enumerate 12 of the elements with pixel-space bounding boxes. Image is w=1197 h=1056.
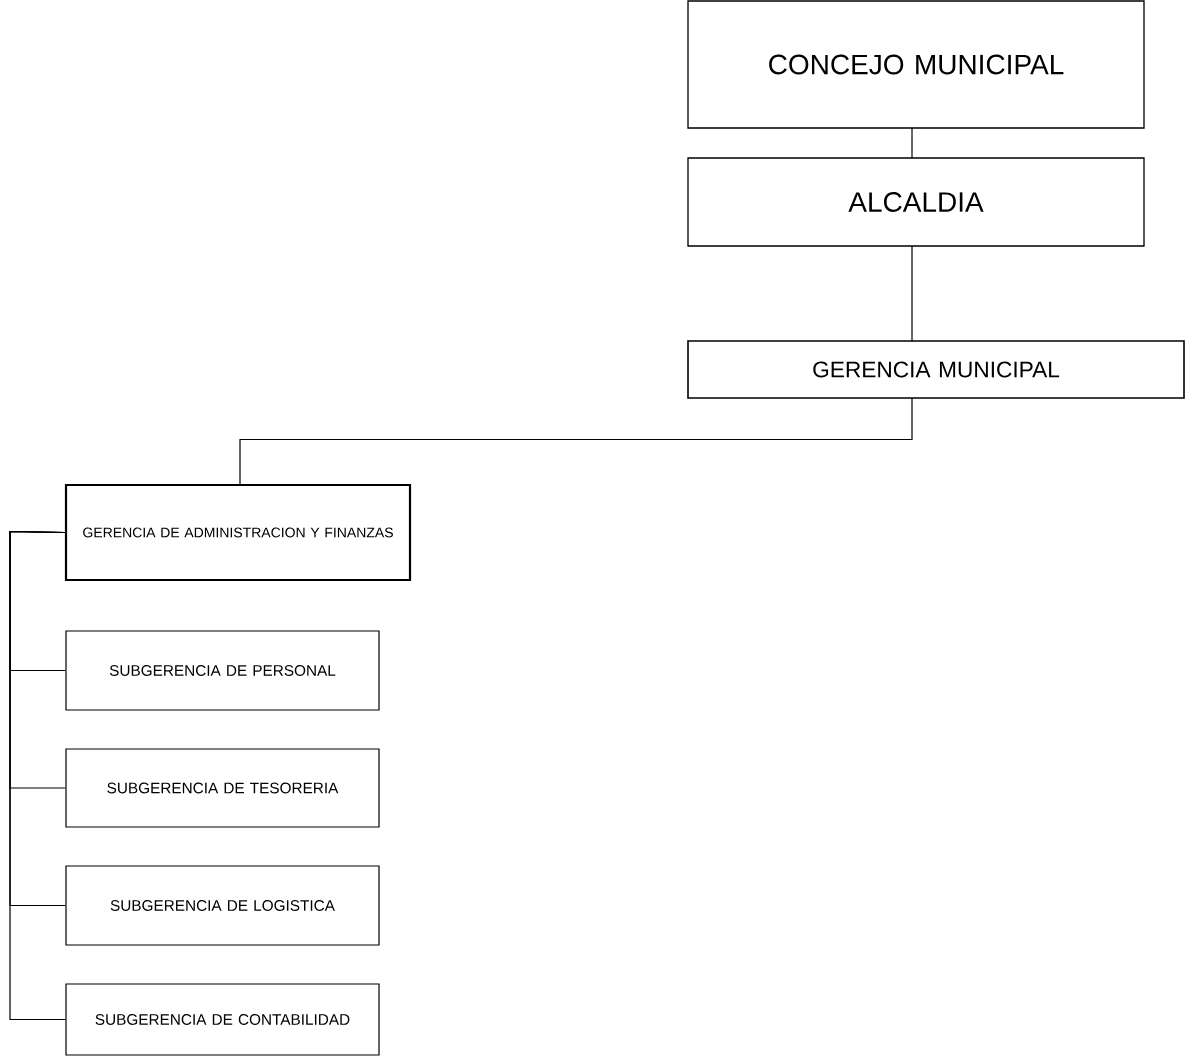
org-box: CONCEJO MUNICIPAL	[687, 0, 1145, 129]
org-box: GERENCIA DE ADMINISTRACION Y FINANZAS	[64, 483, 412, 582]
org-box: SUBGERENCIA DE TESORERIA	[65, 748, 380, 828]
connector-line	[9, 530, 66, 1021]
org-box: SUBGERENCIA DE LOGISTICA	[65, 865, 380, 946]
connector-line	[911, 127, 913, 159]
org-box: GERENCIA MUNICIPAL	[687, 340, 1185, 399]
org-box: ALCALDIA	[687, 157, 1145, 247]
connector-line	[911, 245, 913, 342]
org-box: SUBGERENCIA DE CONTABILIDAD	[65, 983, 380, 1056]
connector-line	[239, 397, 913, 486]
org-box: SUBGERENCIA DE PERSONAL	[65, 630, 380, 711]
